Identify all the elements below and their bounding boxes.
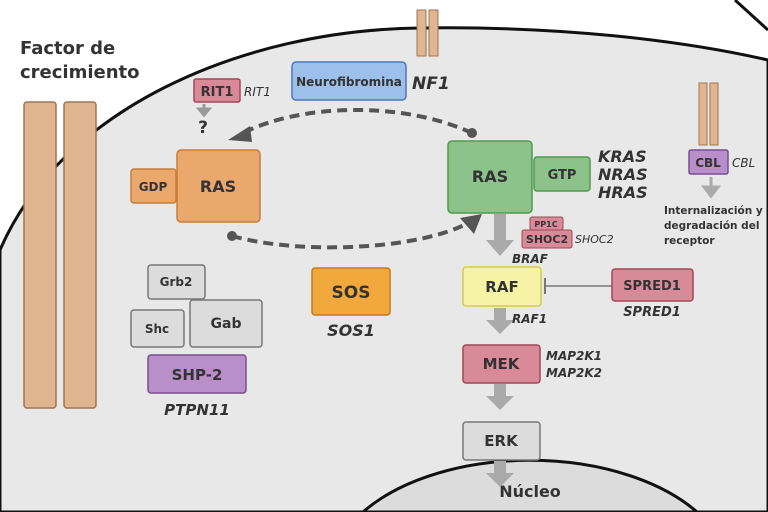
cbl-receptor-right xyxy=(709,82,719,146)
cascade-arrows xyxy=(486,214,514,487)
rit1-arrow xyxy=(195,104,213,118)
spred1-label: SPRED1 xyxy=(623,279,681,294)
receptor-right xyxy=(63,101,97,409)
mek-box xyxy=(462,344,541,384)
grb2-box xyxy=(147,264,206,300)
cbl-label: CBL xyxy=(695,156,721,170)
cbl-box xyxy=(688,149,729,175)
ras-to-raf-arrow xyxy=(486,214,514,256)
membrane-protein-top-left xyxy=(416,9,427,57)
gap-arrowhead xyxy=(228,126,252,142)
sos-label: SOS xyxy=(332,283,371,303)
raf-to-mek-arrow xyxy=(486,308,514,334)
pp1c-label: PP1C xyxy=(534,220,557,229)
ras-inactive-label: RAS xyxy=(200,177,236,196)
raf-label: RAF xyxy=(485,278,518,296)
gab-box xyxy=(189,299,263,348)
shoc2-box xyxy=(521,229,573,249)
ras-gtp-box xyxy=(447,140,533,214)
spred1-box xyxy=(611,268,694,302)
cbl-receptor-left xyxy=(698,82,708,146)
hras-gene: HRAS xyxy=(598,183,648,202)
rit1-box xyxy=(193,78,241,103)
ras-active-label: RAS xyxy=(472,167,508,186)
gdp-label: GDP xyxy=(139,180,168,194)
cell-corner-line xyxy=(733,0,768,32)
gtp-box xyxy=(533,156,591,192)
cbl-note-line3: receptor xyxy=(664,235,715,247)
shc-box xyxy=(130,309,185,348)
neurofibromina-label: Neurofibromina xyxy=(296,75,402,89)
shc-label: Shc xyxy=(145,322,169,336)
receptor-left xyxy=(23,101,57,409)
braf-gene: BRAF xyxy=(512,252,549,266)
raf1-gene: RAF1 xyxy=(512,312,547,326)
ptpn11-gene: PTPN11 xyxy=(164,401,230,419)
nras-gene: NRAS xyxy=(598,165,648,184)
shoc2-gene: SHOC2 xyxy=(575,233,614,246)
gef-arrow-tail xyxy=(227,231,237,241)
raf-box xyxy=(462,266,542,307)
sos-box xyxy=(311,267,391,316)
grb2-label: Grb2 xyxy=(160,275,193,289)
erk-label: ERK xyxy=(484,432,519,450)
erk-to-nucleus-arrow xyxy=(486,461,514,487)
kras-gene: KRAS xyxy=(598,147,647,166)
gef-arrowhead xyxy=(460,214,482,234)
cbl-arrow xyxy=(700,177,722,199)
gab-label: Gab xyxy=(211,316,242,332)
cbl-gene: CBL xyxy=(732,156,755,170)
sos1-gene: SOS1 xyxy=(327,321,375,340)
shp2-label: SHP-2 xyxy=(172,366,223,384)
title-line2: crecimiento xyxy=(20,62,140,83)
cbl-note-line2: degradación del xyxy=(664,220,759,232)
neurofibromina-box xyxy=(291,61,407,101)
question-mark: ? xyxy=(198,118,208,138)
nf1-gene: NF1 xyxy=(412,74,450,94)
gdp-box xyxy=(130,168,177,204)
gtp-label: GTP xyxy=(548,168,577,183)
membrane-protein-top-right xyxy=(428,9,439,57)
map2k2-gene: MAP2K2 xyxy=(546,366,602,380)
nucleus-label: Núcleo xyxy=(499,482,561,501)
shp2-box xyxy=(147,354,247,394)
map2k1-gene: MAP2K1 xyxy=(546,349,602,363)
erk-box xyxy=(462,421,541,461)
gap-arrow-tail xyxy=(467,128,477,138)
rit1-gene: RIT1 xyxy=(244,85,271,99)
spred1-gene: SPRED1 xyxy=(623,305,681,320)
rit1-label: RIT1 xyxy=(201,85,234,100)
mek-label: MEK xyxy=(483,355,521,373)
mek-to-erk-arrow xyxy=(486,384,514,410)
cbl-note-line1: Internalización y xyxy=(664,205,763,217)
gap-arrow-dashed xyxy=(244,108,473,135)
title-line1: Factor de xyxy=(20,38,115,59)
shoc2-label: SHOC2 xyxy=(526,233,568,246)
ras-gdp-box xyxy=(176,149,261,223)
